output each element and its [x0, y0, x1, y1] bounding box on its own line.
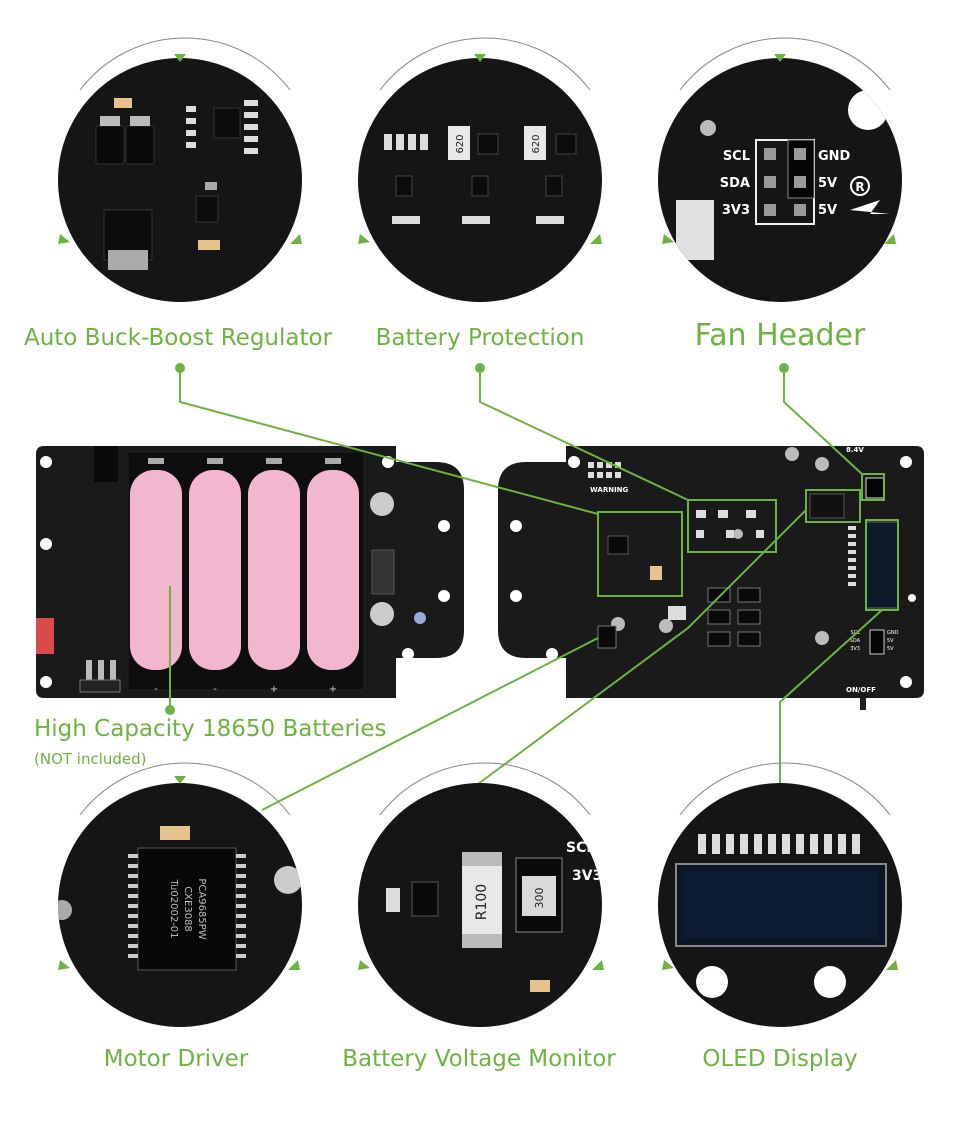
- main-board: WARNING 8.4V SCL SDA 3V3 GND 5V 5V ON/OF…: [498, 446, 924, 710]
- svg-text:SDA: SDA: [720, 176, 750, 191]
- svg-text:SDA: SDA: [850, 638, 861, 644]
- svg-text:300: 300: [533, 888, 546, 909]
- svg-text:-: -: [154, 684, 158, 695]
- zoom-circle-voltage-monitor: R100 300 SCL 3V3: [358, 762, 602, 1027]
- svg-text:R100: R100: [474, 884, 490, 920]
- battery-board: - - + +: [36, 446, 464, 698]
- svg-text:3V3: 3V3: [572, 868, 602, 884]
- label-buck-boost: Auto Buck-Boost Regulator: [23, 325, 333, 351]
- label-oled: OLED Display: [702, 1046, 858, 1072]
- svg-text:R: R: [855, 180, 864, 194]
- svg-text:WARNING: WARNING: [590, 486, 629, 494]
- zoom-circle-battery-protection: 620 620: [358, 37, 602, 302]
- svg-text:GND: GND: [818, 149, 851, 164]
- zoom-circle-fan-header: SCL SDA 3V3 GND 5V 5V R: [658, 37, 902, 302]
- svg-text:ON/OFF: ON/OFF: [846, 686, 876, 694]
- svg-text:-: -: [213, 684, 217, 695]
- svg-text:Tu02002-01: Tu02002-01: [168, 878, 179, 938]
- triangle-arrow-icon: [58, 54, 898, 970]
- svg-text:GND: GND: [887, 630, 899, 636]
- svg-text:5V: 5V: [818, 203, 837, 218]
- zoom-circle-oled: [658, 762, 902, 1027]
- svg-text:SCL: SCL: [566, 840, 595, 856]
- svg-text:5V: 5V: [818, 176, 837, 191]
- svg-text:3V3: 3V3: [850, 646, 860, 652]
- label-voltage-monitor: Battery Voltage Monitor: [342, 1046, 616, 1072]
- label-motor-driver: Motor Driver: [103, 1046, 249, 1072]
- registered-mark-icon: R: [850, 176, 870, 196]
- svg-text:5V: 5V: [887, 646, 894, 652]
- label-fan-header: Fan Header: [694, 318, 866, 353]
- label-battery-protection: Battery Protection: [375, 325, 585, 351]
- svg-text:PCA9685PW: PCA9685PW: [196, 878, 207, 939]
- svg-text:620: 620: [455, 134, 466, 153]
- svg-text:CXE3088: CXE3088: [182, 886, 193, 932]
- label-batteries-note: (NOT included): [34, 750, 147, 768]
- leader-lines: [169, 368, 883, 811]
- svg-text:3V3: 3V3: [722, 203, 750, 218]
- label-batteries: High Capacity 18650 Batteries: [34, 716, 387, 742]
- svg-text:+: +: [270, 684, 278, 695]
- svg-text:+: +: [329, 684, 337, 695]
- svg-text:5V: 5V: [887, 638, 894, 644]
- svg-text:8.4V: 8.4V: [846, 446, 864, 454]
- zoom-circle-buck-boost: [58, 37, 302, 302]
- zoom-circle-motor-driver: PCA9685PW CXE3088 Tu02002-01: [58, 762, 302, 1027]
- svg-text:SCL: SCL: [723, 149, 750, 164]
- svg-text:620: 620: [531, 134, 542, 153]
